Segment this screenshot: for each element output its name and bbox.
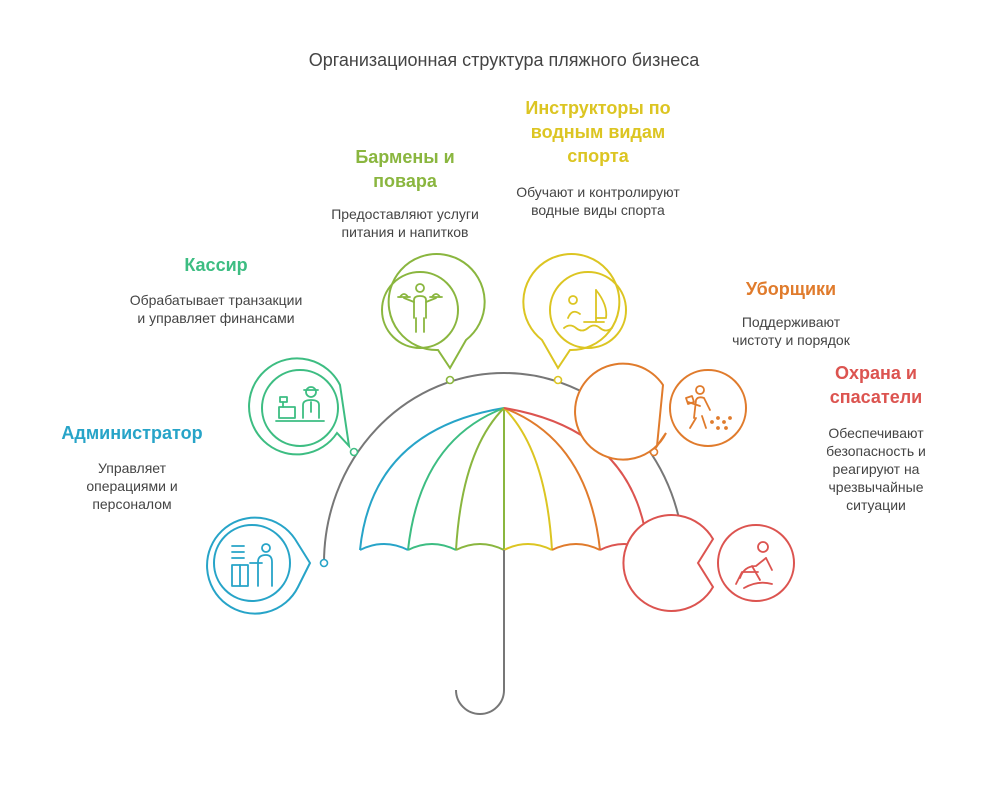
dot-cashier [349,447,359,457]
windsurf-icon [563,289,613,332]
page-title: Организационная структура пляжного бизне… [308,50,700,70]
role-title-cleaners: Уборщики [745,279,837,299]
role-title-instructors: Инструкторы по водным видам спорта [525,98,671,166]
role-desc-instructors: Обучают и контролируют водные виды спорт… [516,184,680,218]
rib-bartenders [455,407,505,551]
role-desc-cleaners: Поддерживают чистоту и порядок [732,314,850,348]
umbrella-frame-arc [323,372,685,564]
dot-bartenders [445,375,455,385]
role-desc-admin: Управляет операциями и персоналом [86,460,178,512]
waiter-icon [397,283,443,333]
role-desc-security: Обеспечивают безопасность и реагируют на… [826,425,926,513]
role-title-bartenders: Бармены и повара [355,147,455,191]
umbrella-handle [455,550,505,715]
admin-desk-icon [231,543,273,587]
umbrella-hem [359,543,649,551]
rib-cleaners [503,407,601,551]
cleaner-icon [685,385,732,430]
badge-cleaners [574,362,747,461]
badge-cashier [248,357,351,456]
badge-bartenders [381,253,486,370]
badge-instructors [522,253,627,370]
rib-admin [359,407,505,551]
cash-register-icon [275,386,325,422]
dot-instructors [553,375,563,385]
role-title-security: Охрана и спасатели [829,363,923,407]
role-title-cashier: Кассир [184,255,248,275]
lifeguard-icon [735,541,773,589]
rib-instructors [503,407,553,551]
badge-admin [206,516,312,615]
role-title-admin: Администратор [61,423,203,443]
dot-admin [319,558,329,568]
role-desc-bartenders: Предоставляют услуги питания и напитков [331,206,479,240]
role-desc-cashier: Обрабатывает транзакции и управляет фина… [129,292,303,326]
rib-cashier [407,407,505,551]
badge-security [622,514,795,612]
